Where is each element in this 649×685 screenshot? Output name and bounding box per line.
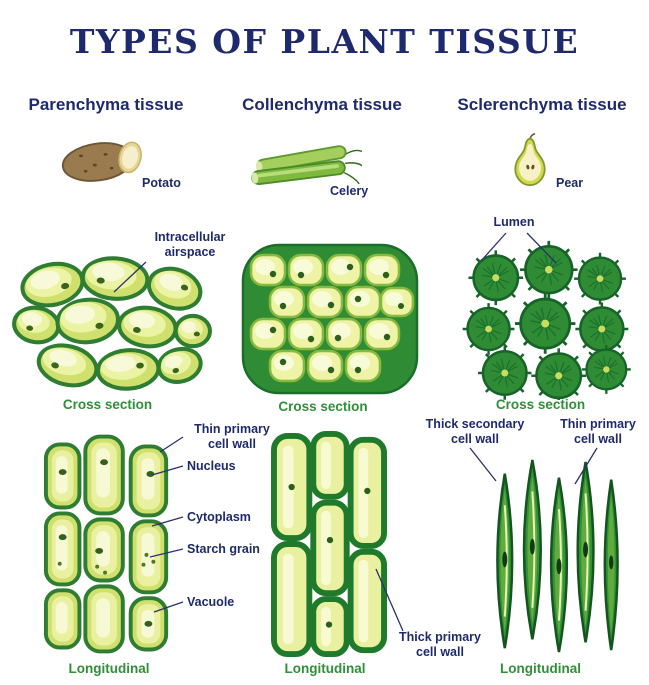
- caption-long-parenchyma: Longitudinal: [68, 661, 150, 676]
- label-cytoplasm: Cytoplasm: [187, 510, 251, 524]
- heading-parenchyma: Parenchyma tissue: [28, 95, 184, 114]
- heading-sclerenchyma: Sclerenchyma tissue: [457, 95, 627, 114]
- cell: [310, 430, 350, 500]
- source-label-celery: Celery: [330, 184, 369, 198]
- pear-illustration: [514, 133, 546, 187]
- pear-seeds: [526, 164, 535, 170]
- cell: [128, 519, 169, 595]
- heading-collenchyma: Collenchyma tissue: [242, 95, 402, 114]
- cell: [128, 444, 169, 518]
- potato-eyes: [79, 152, 114, 173]
- source-label-pear: Pear: [556, 176, 584, 190]
- collenchyma-longitudinal: [271, 430, 387, 658]
- nuclei: [288, 483, 371, 628]
- cell: [117, 305, 178, 349]
- sclerenchyma-cross-section: [461, 240, 632, 400]
- sclerenchyma-longitudinal: [496, 459, 619, 653]
- cell: [55, 297, 121, 345]
- starch-grains: [57, 552, 156, 575]
- cell: [80, 256, 150, 301]
- caption-cross-parenchyma: Cross section: [62, 397, 153, 412]
- caption-long-sclerenchyma: Longitudinal: [500, 661, 581, 676]
- collenchyma-cross-section: [241, 243, 419, 395]
- cell: [156, 346, 203, 384]
- cell: [310, 499, 350, 597]
- cell: [36, 343, 99, 388]
- cell: [43, 442, 82, 510]
- page-title: TYPES OF PLANT TISSUE: [69, 22, 580, 61]
- fiber: [496, 473, 514, 649]
- label-thick-primary-wall: Thick primary cell wall: [399, 630, 481, 659]
- label-intracellular-airspace: Intracellular airspace: [154, 230, 226, 259]
- potato-illustration: [61, 141, 142, 182]
- cell: [146, 266, 203, 311]
- cell: [43, 511, 82, 587]
- cell: [83, 517, 125, 583]
- caption-cross-sclerenchyma: Cross section: [495, 397, 586, 412]
- parenchyma-cross-section: [12, 256, 212, 391]
- caption-long-collenchyma: Longitudinal: [284, 661, 366, 676]
- cell: [95, 348, 161, 391]
- label-starch-grain: Starch grain: [187, 542, 260, 556]
- cell: [173, 313, 212, 349]
- cell-grid: [249, 253, 415, 383]
- label-thin-primary-wall: Thin primary cell wall: [194, 422, 270, 451]
- celery-illustration: [251, 145, 362, 186]
- fiber: [549, 477, 569, 653]
- cell: [83, 584, 125, 654]
- caption-cross-collenchyma: Cross section: [278, 399, 368, 414]
- label-lumen: Lumen: [493, 215, 535, 229]
- fiber: [603, 479, 619, 651]
- label-vacuole: Vacuole: [187, 595, 235, 609]
- cell: [20, 261, 85, 308]
- label-thick-secondary-wall: Thick secondary cell wall: [425, 417, 525, 446]
- parenchyma-longitudinal: [43, 434, 169, 654]
- cell: [347, 548, 387, 654]
- cell: [271, 541, 313, 658]
- fiber: [576, 461, 595, 643]
- fiber: [522, 459, 542, 640]
- cell: [43, 588, 82, 650]
- label-thin-primary-wall-sclerenchyma: Thin primary cell wall: [560, 417, 636, 446]
- source-label-potato: Potato: [142, 176, 181, 190]
- label-nucleus: Nucleus: [187, 459, 236, 473]
- cell: [12, 305, 61, 345]
- cell: [83, 434, 125, 516]
